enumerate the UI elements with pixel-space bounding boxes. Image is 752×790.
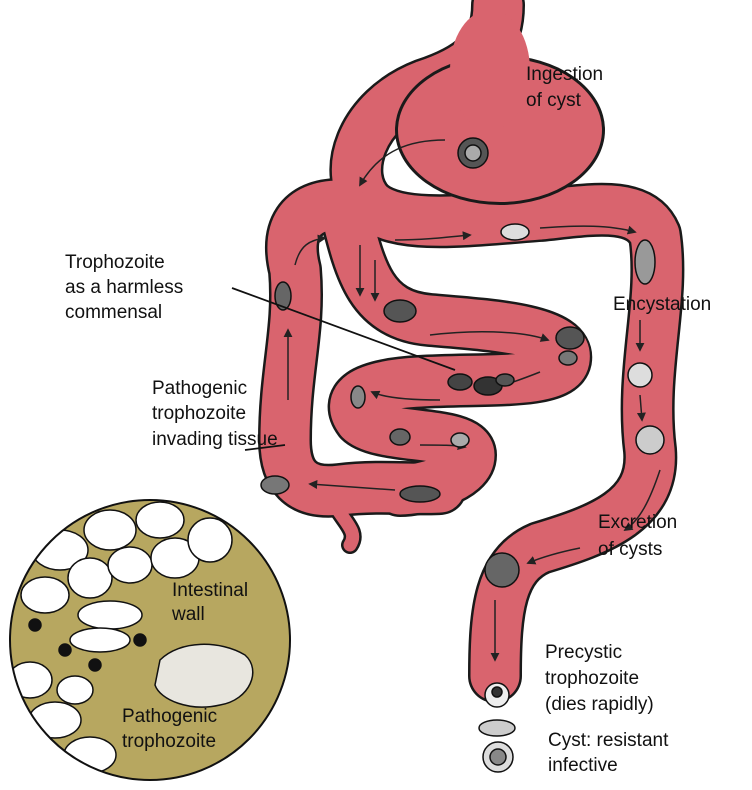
pointer-lines xyxy=(231,287,456,451)
trophozoite xyxy=(399,485,441,503)
label-ingestion: Ingestion of cyst xyxy=(526,64,608,111)
intestinal-wall-inset xyxy=(9,499,291,781)
label-pathogenic-trophozoite: Pathogenic trophozoite xyxy=(122,706,222,752)
label-excretion: Excretion of cysts xyxy=(598,512,682,560)
trophozoite xyxy=(555,326,585,350)
cyst-excreted xyxy=(478,719,516,737)
trophozoite xyxy=(447,373,473,391)
label-precystic: Precystic trophozoite (dies rapidly) xyxy=(545,642,654,715)
label-intestinal-wall: Intestinal wall xyxy=(171,580,253,625)
trophozoite xyxy=(383,299,417,323)
label-encystation: Encystation xyxy=(613,294,711,315)
cyst xyxy=(484,552,520,588)
trophozoite xyxy=(495,373,515,387)
digestive-tract xyxy=(258,0,685,703)
label-pathogenic-invading: Pathogenic trophozoite invading tissue xyxy=(152,378,278,450)
organisms xyxy=(260,137,665,773)
label-commensal: Trophozoite as a harmless commensal xyxy=(65,252,189,323)
label-cyst: Cyst: resistant infective xyxy=(548,730,674,776)
trophozoite xyxy=(389,428,411,446)
trophozoite xyxy=(500,223,530,241)
cyst xyxy=(635,425,665,455)
trophozoite xyxy=(350,385,366,409)
trophozoite xyxy=(260,475,290,495)
trophozoite xyxy=(450,432,470,448)
trophozoite xyxy=(274,281,292,311)
trophozoite xyxy=(558,350,578,366)
cyst xyxy=(627,362,653,388)
text-labels: Ingestion of cyst Trophozoite as a harml… xyxy=(65,64,711,776)
trophozoite xyxy=(634,239,656,285)
